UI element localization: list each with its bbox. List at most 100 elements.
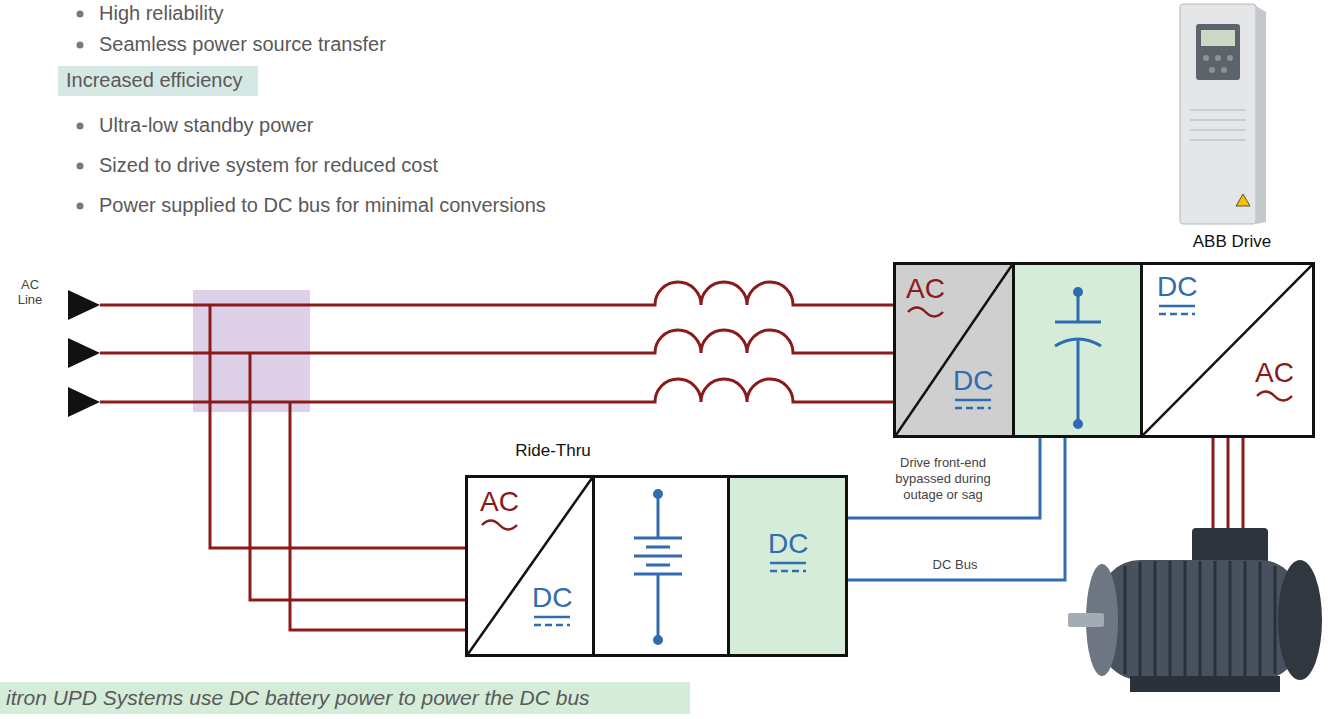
dc-label: DC bbox=[768, 528, 808, 560]
motor bbox=[1192, 528, 1268, 564]
node-shape bbox=[730, 478, 845, 654]
dc-symbol bbox=[770, 562, 806, 565]
heading-band: Increased efficiency bbox=[58, 66, 258, 96]
motor bbox=[1130, 676, 1280, 692]
motor bbox=[1244, 561, 1247, 679]
rectifier-box: AC DC bbox=[896, 265, 1015, 435]
battery-symbol bbox=[646, 564, 670, 567]
drive-box: ABB DriveACDCDCAC bbox=[893, 262, 1315, 438]
power-wire bbox=[100, 282, 894, 305]
drive-photo bbox=[1203, 55, 1209, 61]
drive-photo bbox=[1221, 67, 1227, 73]
ac-line-terminal bbox=[68, 290, 100, 320]
ac-line-terminal bbox=[68, 387, 100, 417]
battery-symbol bbox=[634, 491, 682, 644]
drive-photo bbox=[1203, 55, 1233, 73]
dc-symbol bbox=[534, 616, 570, 619]
motor bbox=[1229, 561, 1232, 679]
bullet-dot bbox=[77, 11, 84, 210]
power-wire bbox=[100, 379, 894, 402]
power-wire bbox=[290, 402, 466, 630]
bullet-dot bbox=[77, 42, 84, 49]
motor bbox=[1199, 561, 1202, 679]
power-wire bbox=[1212, 438, 1215, 531]
battery-symbol bbox=[655, 637, 662, 644]
dc-symbol bbox=[770, 570, 806, 573]
capacitor-symbol bbox=[1055, 321, 1101, 324]
ride-thru-box: Ride-ThruACDCDC bbox=[465, 475, 848, 657]
charger-box: ACDC bbox=[468, 478, 595, 654]
dc-output-box: DC bbox=[727, 478, 845, 654]
power-wire bbox=[250, 353, 466, 600]
motor bbox=[1100, 560, 1300, 680]
bullet-text: Ultra-low standby power bbox=[99, 114, 314, 137]
drive-title: ABB Drive bbox=[1146, 232, 1318, 252]
motor bbox=[1154, 561, 1157, 679]
motor bbox=[1169, 561, 1172, 679]
battery-symbol bbox=[634, 555, 682, 558]
drive-photo bbox=[1209, 67, 1215, 73]
drive-photo bbox=[1190, 129, 1246, 131]
power-wire bbox=[1227, 438, 1230, 531]
caption-text: itron UPD Systems use DC battery power t… bbox=[6, 686, 590, 710]
battery-symbol bbox=[646, 546, 670, 549]
bullet-text: Seamless power source transfer bbox=[99, 33, 386, 56]
battery-symbol bbox=[655, 491, 662, 498]
dc-symbol bbox=[955, 407, 991, 410]
drive-photo bbox=[1201, 30, 1235, 46]
motor bbox=[1259, 562, 1262, 678]
ac-label: AC bbox=[906, 273, 945, 305]
dc-label: DC bbox=[1157, 271, 1197, 303]
bullet-text: Sized to drive system for reduced cost bbox=[99, 154, 438, 177]
drive-photo bbox=[1190, 110, 1246, 140]
motor bbox=[1184, 561, 1187, 679]
converter-diagonal bbox=[896, 265, 1012, 435]
ac-line-terminal bbox=[68, 338, 100, 368]
ac-symbol bbox=[908, 308, 943, 317]
drive-photo bbox=[1190, 119, 1246, 121]
motor bbox=[1125, 561, 1275, 679]
dc-symbol bbox=[1159, 305, 1195, 308]
ride-thru-title: Ride-Thru bbox=[493, 441, 613, 461]
drive-photo bbox=[1180, 4, 1256, 224]
bullet-text: Power supplied to DC bus for minimal con… bbox=[99, 194, 546, 217]
battery-symbol bbox=[657, 574, 660, 640]
ac-label: AC bbox=[1255, 357, 1294, 389]
battery-symbol bbox=[634, 537, 682, 540]
ac-label: AC bbox=[480, 486, 519, 518]
capacitor-symbol bbox=[1075, 289, 1082, 296]
bullet-dot bbox=[77, 11, 84, 18]
dc-link-zone bbox=[1015, 265, 1140, 435]
ac-symbol bbox=[482, 521, 517, 530]
drive-photo bbox=[1227, 55, 1233, 61]
capacitor-symbol bbox=[1077, 339, 1080, 424]
motor bbox=[1068, 613, 1104, 627]
ac-line-terminal bbox=[68, 290, 100, 417]
edge-label: DC Bus bbox=[931, 558, 980, 573]
bullet-text: High reliability bbox=[99, 2, 224, 25]
drive-photo bbox=[1236, 194, 1250, 206]
bullet-dot bbox=[77, 203, 84, 210]
drive-photo bbox=[1190, 139, 1246, 141]
dc-symbol bbox=[534, 624, 570, 627]
note: Drive front-end bypassed during outage o… bbox=[878, 455, 1008, 503]
drive-photo bbox=[1196, 24, 1240, 80]
motor bbox=[1214, 561, 1217, 679]
drive-photo bbox=[1180, 4, 1266, 224]
motor bbox=[1274, 566, 1277, 674]
motor bbox=[1139, 562, 1142, 678]
power-wire bbox=[100, 330, 894, 353]
capacitor-symbol bbox=[1055, 289, 1101, 428]
dc-label: DC bbox=[953, 365, 993, 397]
converter-diagonal bbox=[1143, 265, 1312, 435]
battery-symbol bbox=[657, 494, 660, 538]
drive-photo bbox=[1215, 55, 1221, 61]
power-wire bbox=[210, 305, 466, 548]
bullet-dot bbox=[77, 163, 84, 170]
motor bbox=[1278, 560, 1322, 680]
inverter-box: DC AC bbox=[1140, 265, 1312, 435]
bullet-dot bbox=[77, 123, 84, 130]
line-label: AC Line bbox=[12, 278, 48, 308]
motor bbox=[1124, 566, 1127, 674]
